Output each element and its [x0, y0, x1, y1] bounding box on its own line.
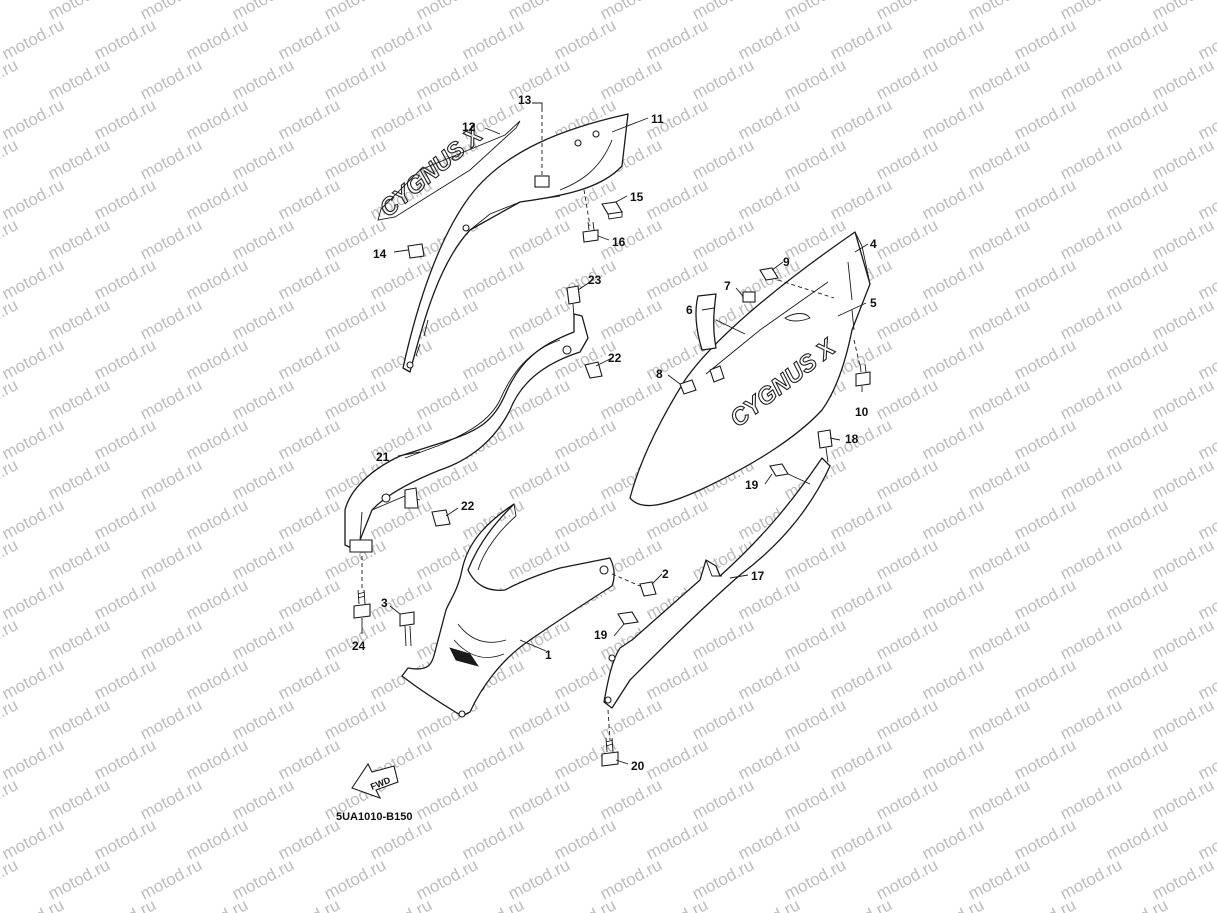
callout-7[interactable]: 7	[724, 279, 731, 293]
part-1-lower-cover[interactable]	[401, 503, 615, 718]
callout-6[interactable]: 6	[686, 303, 693, 317]
callout-11[interactable]: 11	[651, 112, 664, 126]
part-17-lower-rail[interactable]	[603, 457, 831, 709]
callout-21[interactable]: 21	[376, 450, 390, 464]
callout-18[interactable]: 18	[845, 432, 859, 446]
callout-24[interactable]: 24	[352, 639, 366, 653]
callout-9[interactable]: 9	[783, 255, 790, 269]
part-3-screw[interactable]	[399, 611, 415, 647]
diagram-code: 5UA1010-B150	[336, 811, 412, 823]
part-23-clip[interactable]	[566, 285, 581, 319]
fwd-arrow-icon: FWD	[351, 762, 399, 799]
callout-22a[interactable]: 22	[608, 351, 622, 365]
part-4-side-cover[interactable]: CYGNUS X	[629, 231, 871, 507]
callout-labels: 13 12 11 15 16 14 4 5 9 7 6 8 10 18 19 1…	[352, 93, 877, 773]
part-19a-clip[interactable]	[769, 463, 811, 485]
part-16-screw[interactable]	[582, 189, 599, 243]
callout-16[interactable]: 16	[612, 235, 626, 249]
part-2-screw[interactable]	[611, 573, 657, 597]
callout-2[interactable]: 2	[662, 567, 669, 581]
part-8-clip[interactable]	[679, 379, 697, 395]
callout-13[interactable]: 13	[518, 93, 532, 107]
callout-20[interactable]: 20	[631, 759, 645, 773]
callout-14[interactable]: 14	[373, 247, 387, 261]
callout-22b[interactable]: 22	[461, 499, 475, 513]
callout-3[interactable]: 3	[381, 596, 388, 610]
callout-19b[interactable]: 19	[594, 628, 608, 642]
part-22b-clip[interactable]	[431, 509, 451, 527]
part-19b-clip[interactable]	[617, 611, 639, 625]
callout-5[interactable]: 5	[870, 296, 877, 310]
callout-23[interactable]: 23	[588, 273, 602, 287]
callout-4[interactable]: 4	[870, 237, 877, 251]
part-21-frame-rail[interactable]	[344, 313, 589, 553]
part-13-clip[interactable]	[534, 108, 550, 188]
part-7-clip[interactable]	[742, 291, 756, 303]
part-22a-clip[interactable]	[584, 361, 603, 379]
callout-12[interactable]: 12	[462, 120, 476, 134]
callout-1[interactable]: 1	[545, 648, 552, 662]
part-20-screw[interactable]	[601, 709, 619, 767]
callout-8[interactable]: 8	[656, 367, 663, 381]
part-15-clip[interactable]	[601, 201, 623, 220]
part-24-screw[interactable]	[353, 556, 371, 619]
part-10-screw[interactable]	[853, 339, 871, 387]
part-18-clip[interactable]	[817, 429, 833, 463]
leader-lines	[361, 102, 869, 765]
callout-17[interactable]: 17	[751, 569, 765, 583]
part-6-trim[interactable]	[695, 293, 746, 351]
part-11-rear-cover[interactable]	[402, 113, 629, 373]
part-9-clip[interactable]	[759, 267, 835, 299]
callout-19a[interactable]: 19	[745, 478, 759, 492]
callout-10[interactable]: 10	[855, 405, 869, 419]
callout-15[interactable]: 15	[630, 190, 644, 204]
part-14-clip[interactable]	[407, 243, 425, 259]
